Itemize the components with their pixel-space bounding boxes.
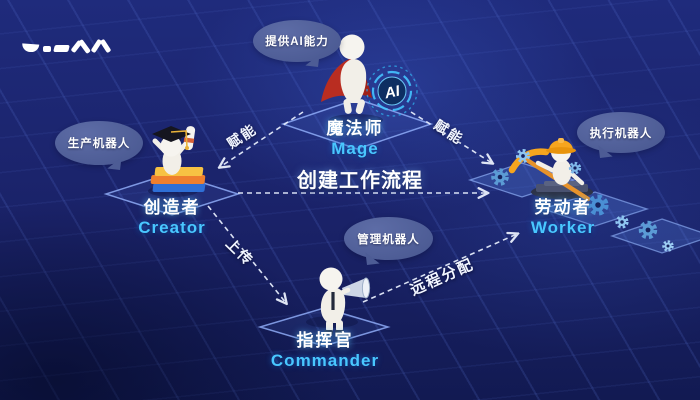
label-creator-zh: 创造者 (143, 198, 201, 217)
label-commander-zh: 指挥官 (296, 331, 354, 350)
megaphone (338, 277, 371, 299)
arrow-creator-to-commander (207, 205, 286, 303)
arrow-mage-to-creator (220, 111, 304, 167)
bubble-commander-text: 管理机器人 (357, 233, 420, 246)
label-creator: 创造者 Creator (122, 198, 222, 237)
hard-hat (546, 138, 576, 154)
creator-figure (150, 126, 206, 192)
edge-label-create-workflow: 创建工作流程 (297, 170, 423, 192)
arrow-mage-to-worker (410, 111, 492, 163)
platform-mage (280, 98, 434, 150)
bubble-commander: 管理机器人 (344, 217, 433, 260)
mage-figure: AI (321, 34, 418, 117)
label-creator-en: Creator (138, 217, 206, 237)
watermark-logo (20, 30, 120, 56)
arrow-commander-to-worker (362, 234, 517, 303)
worker-figure (494, 138, 674, 252)
label-worker: 劳动者 Worker (513, 198, 613, 237)
commander-figure (319, 267, 371, 335)
bubble-worker-text: 执行机器人 (589, 127, 653, 140)
label-mage: 魔法师 Mage (305, 119, 405, 158)
graduation-cap (152, 126, 191, 150)
label-mage-zh: 魔法师 (326, 119, 384, 138)
diploma-scroll (183, 126, 196, 151)
bubble-worker: 执行机器人 (577, 112, 665, 153)
svg-text:AI: AI (382, 82, 402, 102)
bubble-mage: 提供AI能力 (253, 20, 341, 62)
ai-badge: AI (366, 65, 418, 117)
platform-commander (257, 307, 391, 347)
bubble-creator: 生产机器人 (55, 121, 143, 165)
label-commander: 指挥官 Commander (263, 331, 387, 370)
label-worker-en: Worker (530, 217, 596, 237)
label-commander-en: Commander (270, 350, 380, 370)
label-worker-zh: 劳动者 (534, 198, 592, 217)
bubble-creator-text: 生产机器人 (67, 138, 131, 150)
label-mage-en: Mage (331, 138, 379, 158)
bubble-mage-text: 提供AI能力 (265, 36, 329, 48)
